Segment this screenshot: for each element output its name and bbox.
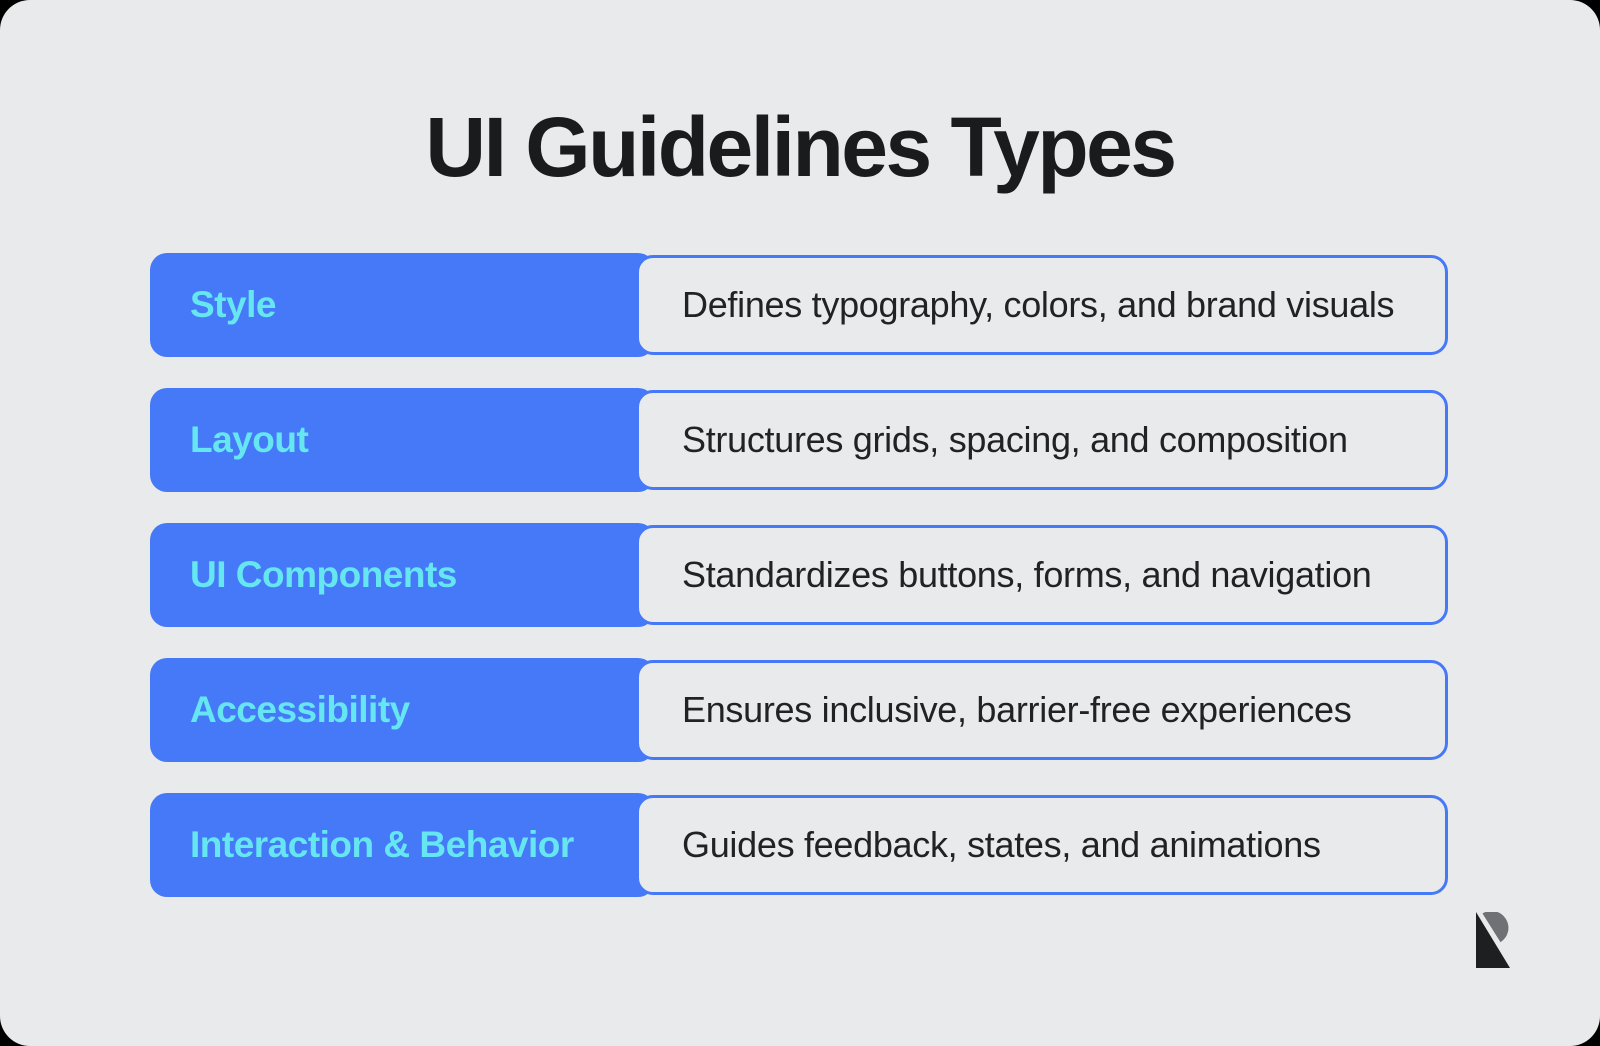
label-pill: UI Components — [150, 523, 655, 627]
row-label: UI Components — [190, 554, 457, 595]
guideline-row-style: Style Defines typography, colors, and br… — [150, 253, 1448, 357]
row-description: Structures grids, spacing, and compositi… — [682, 419, 1348, 460]
row-label: Layout — [190, 419, 309, 460]
description-card: Ensures inclusive, barrier-free experien… — [636, 660, 1448, 760]
guideline-row-interaction-behavior: Interaction & Behavior Guides feedback, … — [150, 793, 1448, 897]
recraft-logo-icon — [1476, 912, 1510, 968]
guideline-row-ui-components: UI Components Standardizes buttons, form… — [150, 523, 1448, 627]
row-description: Defines typography, colors, and brand vi… — [682, 284, 1395, 325]
label-pill: Layout — [150, 388, 655, 492]
description-card: Defines typography, colors, and brand vi… — [636, 255, 1448, 355]
description-card: Standardizes buttons, forms, and navigat… — [636, 525, 1448, 625]
row-description: Guides feedback, states, and animations — [682, 824, 1321, 865]
row-label: Accessibility — [190, 689, 410, 730]
label-pill: Accessibility — [150, 658, 655, 762]
guideline-row-layout: Layout Structures grids, spacing, and co… — [150, 388, 1448, 492]
description-card: Guides feedback, states, and animations — [636, 795, 1448, 895]
row-description: Ensures inclusive, barrier-free experien… — [682, 689, 1352, 730]
row-label: Style — [190, 284, 276, 325]
label-pill: Style — [150, 253, 655, 357]
row-description: Standardizes buttons, forms, and navigat… — [682, 554, 1372, 595]
guideline-rows: Style Defines typography, colors, and br… — [150, 253, 1448, 928]
page-title: UI Guidelines Types — [425, 100, 1177, 194]
label-pill: Interaction & Behavior — [150, 793, 655, 897]
description-card: Structures grids, spacing, and compositi… — [636, 390, 1448, 490]
guideline-row-accessibility: Accessibility Ensures inclusive, barrier… — [150, 658, 1448, 762]
row-label: Interaction & Behavior — [190, 824, 574, 865]
